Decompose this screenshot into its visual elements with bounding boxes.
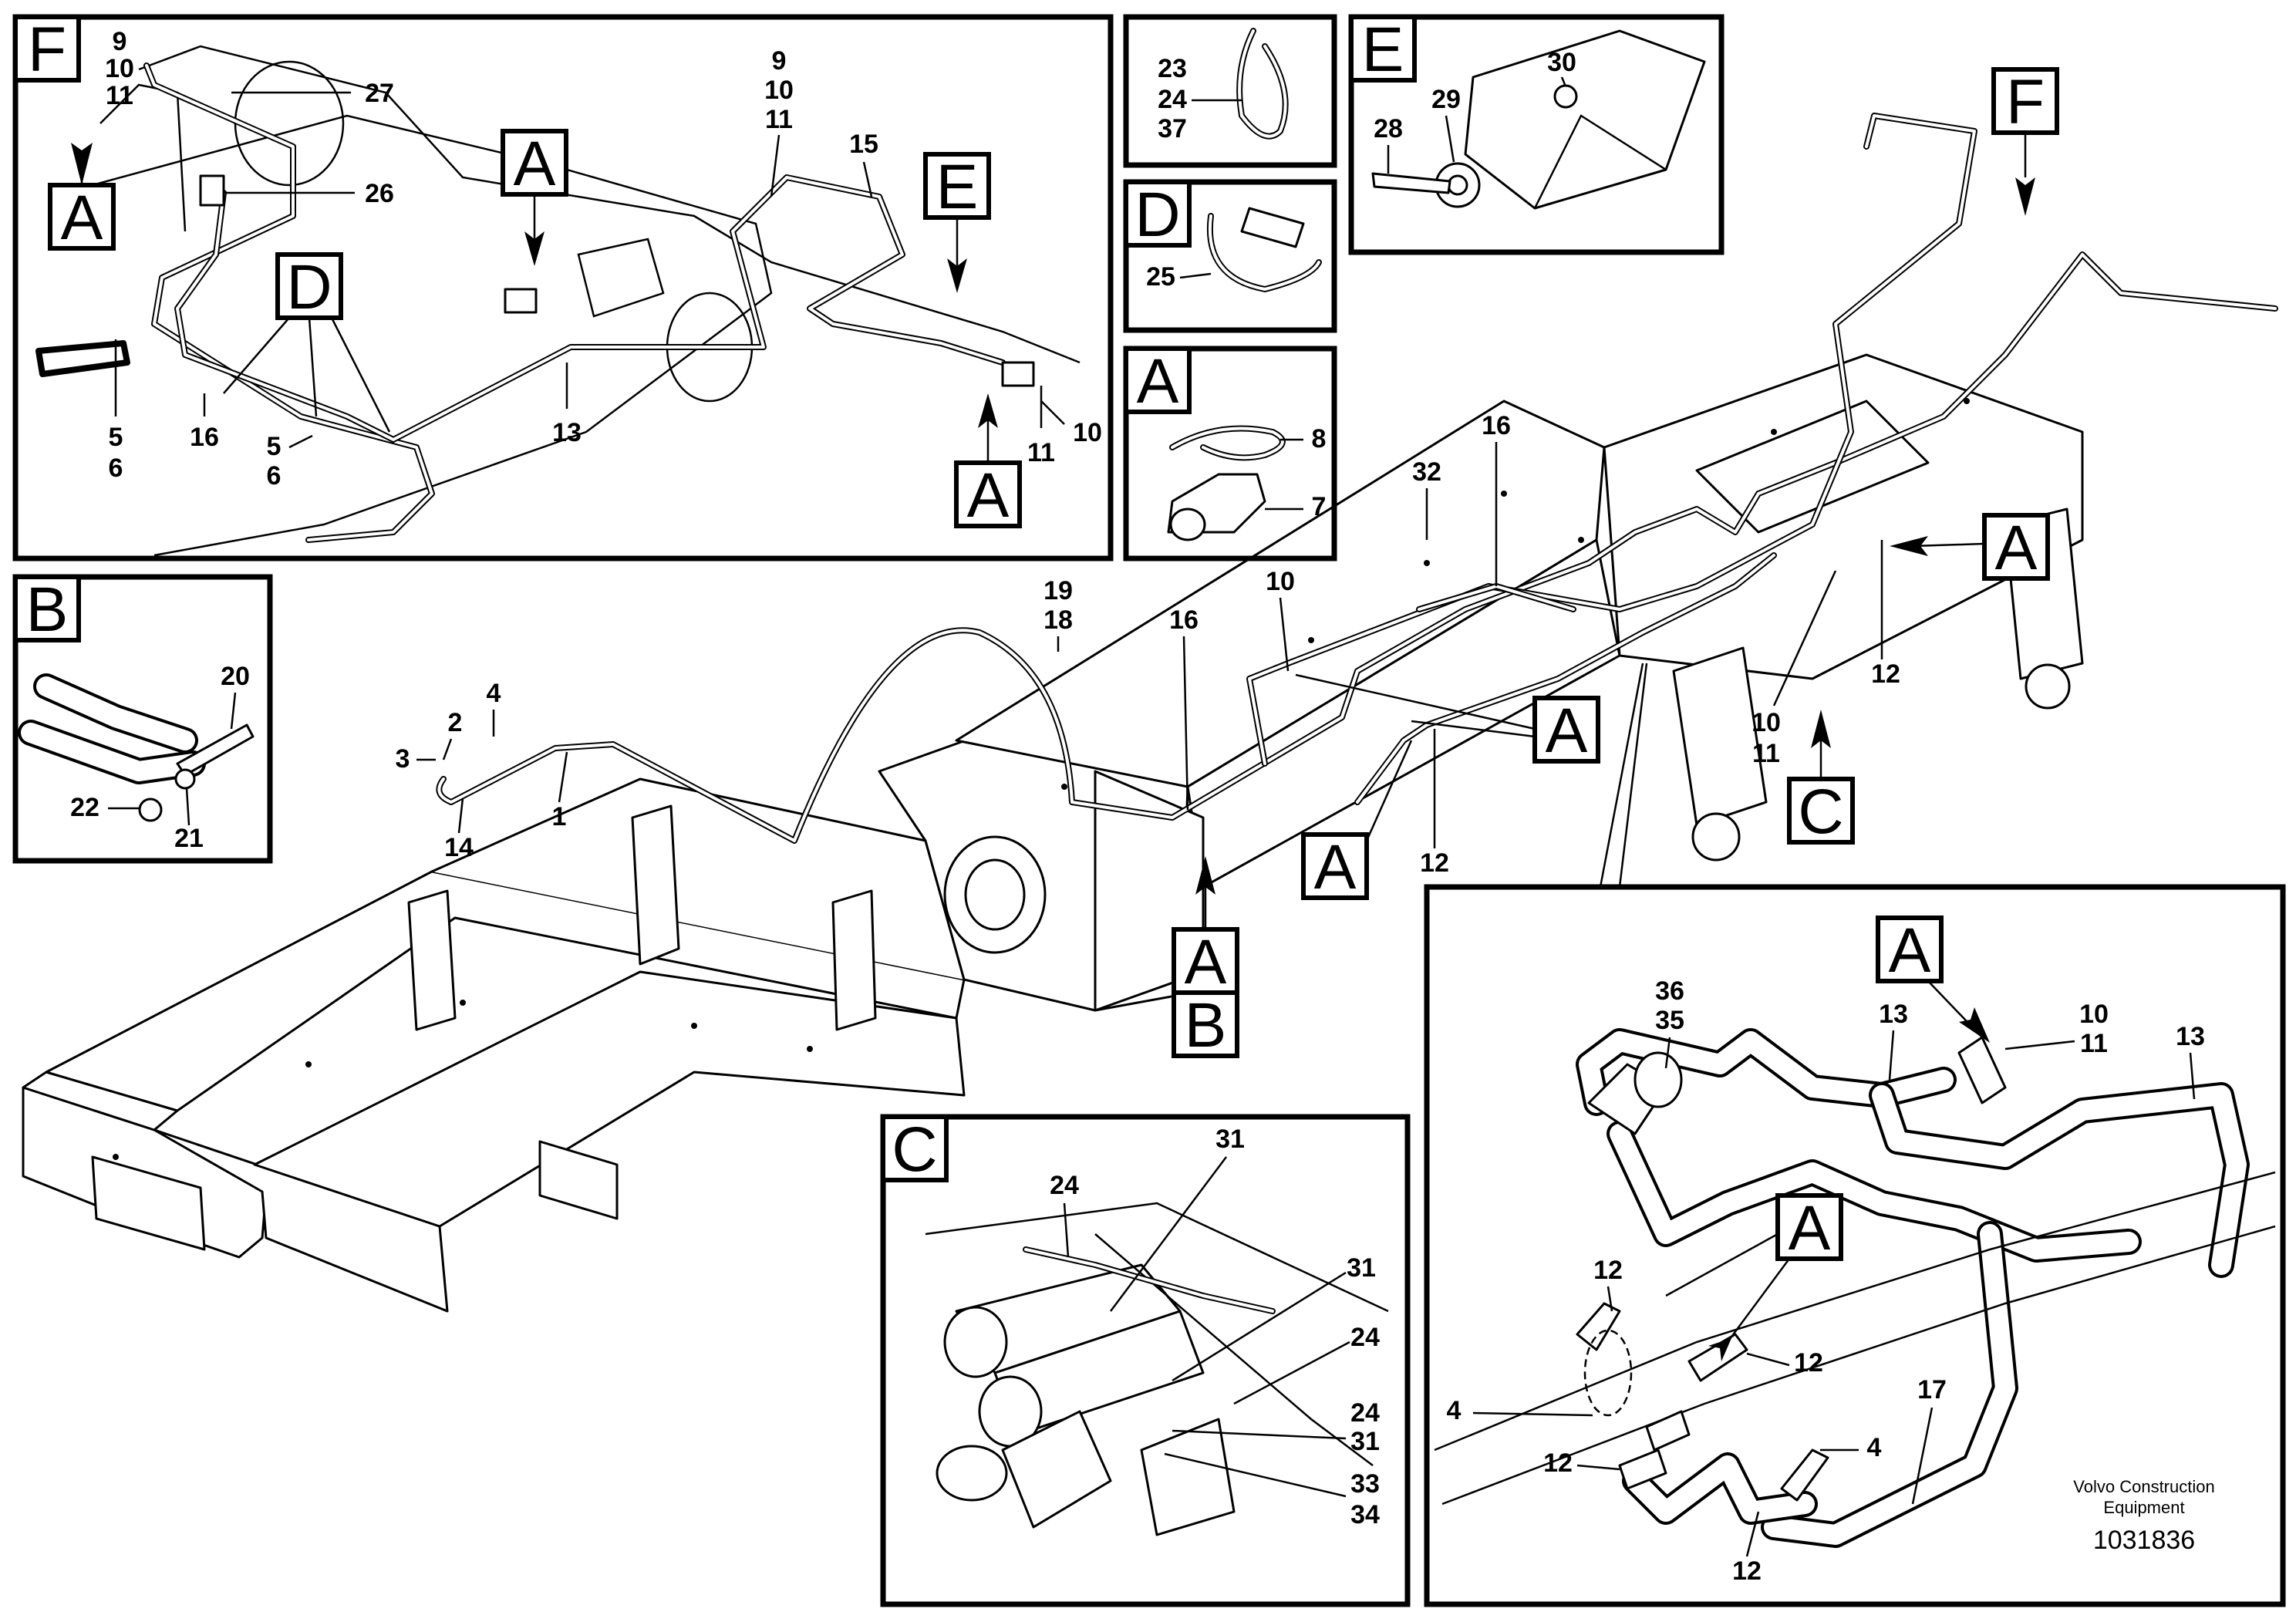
svg-text:22: 22	[70, 793, 99, 822]
svg-text:A: A	[1314, 832, 1357, 902]
svg-text:12: 12	[1593, 1256, 1623, 1285]
svg-text:6: 6	[109, 454, 123, 483]
svg-text:3: 3	[396, 744, 410, 774]
svg-text:11: 11	[1752, 739, 1780, 768]
svg-text:35: 35	[1655, 1006, 1684, 1035]
svg-text:25: 25	[1146, 262, 1175, 292]
svg-text:12: 12	[1420, 848, 1449, 878]
svg-text:5: 5	[267, 432, 282, 461]
svg-text:29: 29	[1431, 85, 1461, 114]
detail-box-connectors: 36 35 A 13 10 11 13 A 12 12 4 12 4 17 12…	[1424, 663, 2286, 1607]
svg-text:C: C	[892, 1114, 937, 1185]
svg-text:30: 30	[1547, 48, 1576, 77]
svg-text:9: 9	[113, 27, 127, 56]
detail-box-a: A 8 7	[1123, 346, 1337, 561]
part-number: 1031836	[2093, 1526, 2195, 1555]
detail-box-e: E 29 28 30	[1348, 14, 1725, 255]
svg-text:8: 8	[1312, 424, 1327, 454]
svg-text:4: 4	[1867, 1433, 1882, 1462]
svg-text:16: 16	[1482, 411, 1511, 440]
svg-text:A: A	[514, 129, 556, 199]
svg-text:12: 12	[1732, 1556, 1762, 1586]
svg-text:37: 37	[1158, 114, 1187, 143]
svg-text:4: 4	[1447, 1396, 1462, 1425]
svg-text:12: 12	[1871, 659, 1900, 689]
svg-text:24: 24	[1350, 1323, 1380, 1352]
svg-text:31: 31	[1215, 1125, 1245, 1154]
box-letter-f: F	[28, 15, 66, 85]
svg-text:31: 31	[1347, 1253, 1376, 1283]
svg-text:A: A	[1995, 513, 2038, 583]
svg-text:11: 11	[765, 105, 793, 134]
svg-text:D: D	[1135, 180, 1180, 250]
svg-text:F: F	[2006, 67, 2045, 137]
svg-text:5: 5	[109, 423, 123, 452]
svg-text:19: 19	[1043, 576, 1073, 605]
svg-text:11: 11	[1027, 438, 1055, 467]
svg-text:D: D	[286, 252, 332, 322]
svg-text:E: E	[936, 152, 979, 222]
svg-text:28: 28	[1374, 114, 1403, 143]
svg-text:A: A	[1789, 1193, 1831, 1263]
svg-text:24: 24	[1158, 85, 1187, 114]
svg-text:A: A	[1137, 346, 1179, 416]
svg-text:B: B	[1185, 990, 1227, 1061]
svg-text:13: 13	[552, 418, 582, 447]
main-callouts: 2 4 3 14 1 19 18 16 10 32 16 12 10 11 12…	[396, 67, 2059, 1061]
svg-text:B: B	[26, 575, 69, 645]
svg-text:14: 14	[444, 833, 474, 862]
svg-text:17: 17	[1917, 1375, 1947, 1404]
svg-text:16: 16	[190, 423, 219, 452]
svg-text:11: 11	[106, 81, 133, 110]
svg-text:C: C	[1798, 777, 1843, 847]
svg-text:15: 15	[849, 130, 878, 159]
svg-text:A: A	[1185, 927, 1227, 997]
detail-box-d: D 25	[1123, 179, 1337, 333]
svg-text:12: 12	[1543, 1448, 1573, 1478]
svg-text:20: 20	[221, 662, 250, 691]
svg-text:9: 9	[772, 46, 787, 76]
svg-text:A: A	[61, 183, 103, 253]
svg-text:4: 4	[487, 679, 501, 708]
svg-text:A: A	[1546, 696, 1588, 766]
svg-text:10: 10	[764, 76, 794, 105]
svg-text:11: 11	[2080, 1029, 2108, 1058]
svg-text:32: 32	[1412, 457, 1441, 487]
svg-text:36: 36	[1655, 976, 1684, 1006]
svg-text:7: 7	[1312, 492, 1327, 521]
svg-text:A: A	[967, 460, 1010, 531]
svg-text:12: 12	[1794, 1348, 1823, 1378]
svg-text:10: 10	[2079, 1000, 2109, 1029]
detail-box-c: C 24 31 31 24 24 31 33 34	[880, 1114, 1411, 1607]
svg-text:24: 24	[1050, 1171, 1079, 1200]
svg-text:1: 1	[552, 802, 567, 831]
detail-box-b: B 20 22 21	[12, 574, 273, 864]
svg-text:6: 6	[267, 461, 282, 491]
svg-text:31: 31	[1350, 1427, 1380, 1456]
svg-text:24: 24	[1350, 1398, 1380, 1428]
main-frame-drawing	[22, 353, 2084, 1313]
credit-line-2: Equipment	[2103, 1498, 2184, 1517]
svg-text:16: 16	[1169, 605, 1199, 635]
svg-text:23: 23	[1158, 54, 1187, 83]
credit-line-1: Volvo Construction	[2073, 1477, 2214, 1496]
svg-text:10: 10	[1073, 418, 1102, 447]
svg-text:34: 34	[1350, 1500, 1380, 1529]
svg-text:10: 10	[105, 54, 134, 83]
detail-box-f: F 9 10 11 27 26 A 5 6 16 5 6	[12, 14, 1114, 561]
svg-text:27: 27	[365, 79, 394, 108]
svg-text:21: 21	[174, 824, 204, 853]
detail-box-cable-tie: 23 24 37	[1123, 14, 1337, 168]
svg-text:33: 33	[1350, 1469, 1380, 1499]
svg-text:13: 13	[1879, 1000, 1908, 1029]
svg-text:A: A	[1889, 916, 1931, 986]
svg-text:26: 26	[365, 179, 394, 208]
svg-text:13: 13	[2176, 1022, 2205, 1051]
svg-text:18: 18	[1043, 605, 1073, 635]
svg-text:2: 2	[448, 708, 463, 737]
svg-text:10: 10	[1752, 708, 1781, 737]
svg-text:E: E	[1362, 15, 1404, 85]
svg-text:10: 10	[1266, 567, 1295, 596]
